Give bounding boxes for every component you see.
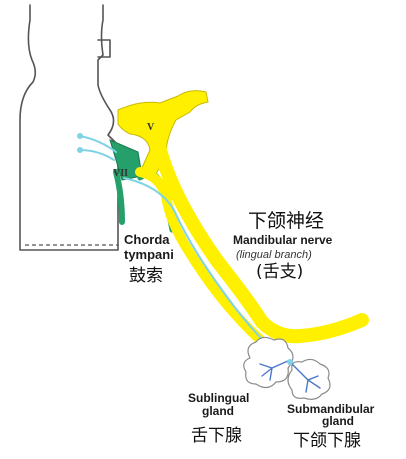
brainstem-outline [19,4,119,251]
sublingual-gland [243,336,294,389]
submandibular-gland-cn-label: 下颌下腺 [293,431,361,451]
submandibular-gland [287,358,331,400]
chorda-tympani-label-line2: tympani [124,247,174,262]
submandibular-gland-label: Submandibular [287,402,375,416]
mandibular-nerve [117,90,369,363]
sublingual-gland-cn-label: 舌下腺 [191,426,242,446]
chorda-tympani-label: Chorda [124,232,170,247]
fiber-origin-dot [77,147,83,153]
sublingual-gland-label: Sublingual [188,391,249,405]
lingual-branch-cn-label: (舌支) [256,262,303,282]
submandibular-gland-label-line2: gland [322,414,354,428]
ganglion-dot [287,359,293,365]
facial-numeral-label: VII [113,168,128,179]
lingual-branch-label: (lingual branch) [236,249,312,261]
sublingual-gland-label-line2: gland [202,404,234,418]
fiber-origin-dot [77,133,83,139]
mandibular-nerve-cn-label: 下颌神经 [248,210,324,232]
mandibular-nerve-label: Mandibular nerve [233,233,333,247]
trigeminal-numeral-label: V [147,122,155,133]
chorda-tympani-cn-label: 鼓索 [129,266,163,286]
